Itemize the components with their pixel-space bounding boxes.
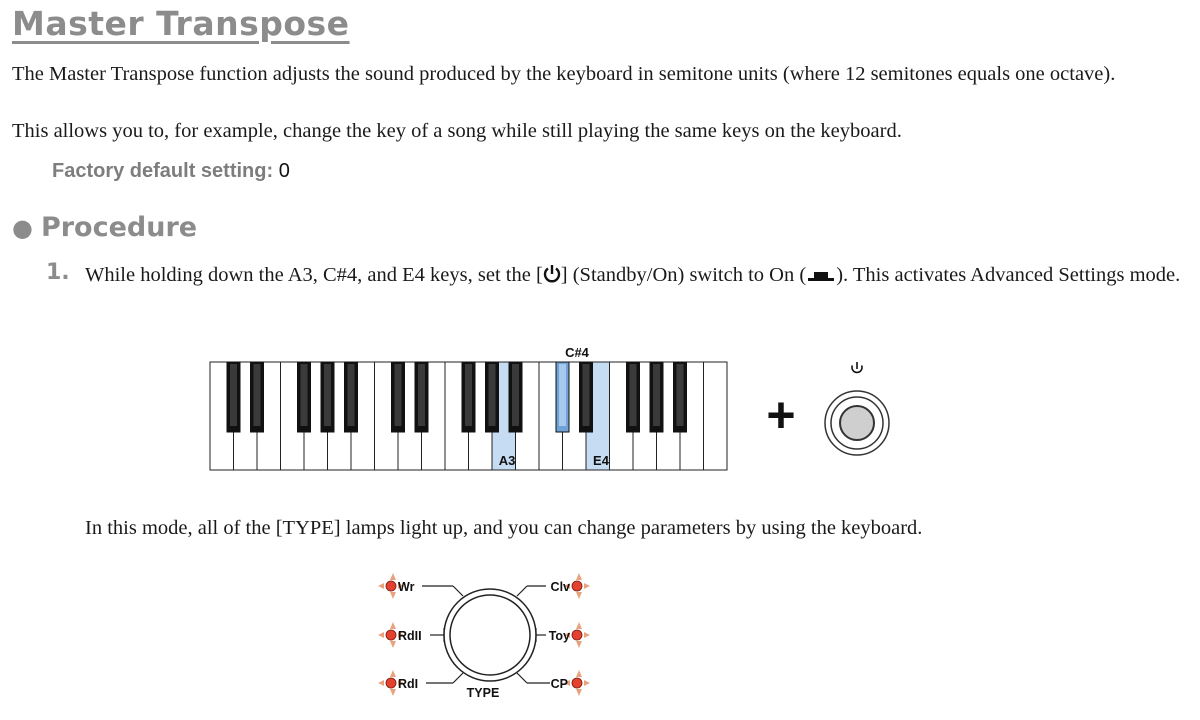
factory-default: Factory default setting: 0 <box>52 160 290 183</box>
lamp-ray-icon <box>390 622 396 629</box>
black-key-shine <box>347 364 355 426</box>
lamp-ray-icon <box>390 573 396 580</box>
lamp-cp-icon <box>571 677 583 689</box>
lamp-leader-lines <box>422 585 550 684</box>
lamp-ray-icon <box>576 670 582 677</box>
page-title: Master Transpose <box>12 4 350 43</box>
power-icon <box>543 264 561 293</box>
intro-paragraph-1: The Master Transpose function adjusts th… <box>12 63 1116 85</box>
step-text-part-a: While holding down the A3, C#4, and E4 k… <box>85 264 543 286</box>
lamp-ray-icon <box>584 632 590 638</box>
black-key-shine <box>465 364 472 426</box>
lamp-ray-icon <box>576 622 582 629</box>
black-key-shine <box>582 364 590 426</box>
lamp-clv-icon <box>571 580 583 592</box>
lamp-ray-icon <box>584 680 590 686</box>
lamp-ray-icon <box>378 632 384 638</box>
lamp-ray-icon <box>398 583 404 589</box>
type-label-wr: Wr <box>398 580 415 594</box>
lamp-ray-icon <box>398 680 404 686</box>
keyboard-illustration: C#4 A3 E4 + <box>209 345 890 471</box>
procedure-heading: ●Procedure <box>12 212 197 243</box>
type-lamps-illustration: Wr RdII RdI Clv Toy CP TYPE <box>378 573 590 700</box>
lamp-ray-icon <box>390 641 396 648</box>
lamp-ray-icon <box>390 592 396 599</box>
type-label-rdi: RdI <box>398 677 418 691</box>
lamp-ray-icon <box>576 689 582 696</box>
switch-on-icon <box>806 262 836 291</box>
lamp-rays <box>378 573 590 696</box>
factory-default-label: Factory default setting: <box>52 160 274 182</box>
bullet-icon: ● <box>12 214 33 242</box>
intro-paragraph-2: This allows you to, for example, change … <box>12 120 902 142</box>
lamp-ray-icon <box>576 641 582 648</box>
type-label-clv: Clv <box>551 580 571 594</box>
black-key-shine <box>253 364 261 426</box>
lamp-ray-icon <box>564 632 570 638</box>
black-key-shine <box>324 364 331 426</box>
black-key-shine <box>394 364 402 426</box>
black-key-shine <box>300 364 308 426</box>
type-lamps <box>385 580 583 689</box>
lamp-ray-icon <box>584 583 590 589</box>
lamp-ray-icon <box>576 592 582 599</box>
step-number: 1. <box>46 260 70 285</box>
key-label-cs4: C#4 <box>565 345 590 360</box>
factory-default-value: 0 <box>278 160 290 182</box>
black-key-shine <box>230 364 237 426</box>
black-key-shine <box>676 364 684 426</box>
type-label-cp: CP <box>551 677 568 691</box>
black-key-shine <box>629 364 637 426</box>
lamp-ray-icon <box>564 680 570 686</box>
plus-sign: + <box>766 387 795 443</box>
lamp-rdii-icon <box>385 629 397 641</box>
lamp-ray-icon <box>378 680 384 686</box>
step-text-part-b: ] (Standby/On) switch to On ( <box>560 264 807 286</box>
black-keys <box>226 361 687 433</box>
mode-description: In this mode, all of the [TYPE] lamps li… <box>85 517 923 539</box>
lamp-ray-icon <box>390 670 396 677</box>
lamp-ray-icon <box>378 583 384 589</box>
type-dial-icon <box>443 588 537 682</box>
lamp-toy-icon <box>571 629 583 641</box>
standby-symbol-icon <box>851 362 863 374</box>
step-text-part-c: ). This activates Advanced Settings mode… <box>836 264 1181 286</box>
black-key-shine <box>653 364 660 426</box>
white-key <box>703 361 728 471</box>
type-label-rdii: RdII <box>398 629 422 643</box>
lamp-ray-icon <box>564 583 570 589</box>
black-key-shine <box>418 364 425 426</box>
procedure-heading-text: Procedure <box>40 212 198 243</box>
type-label-toy: Toy <box>549 629 570 643</box>
key-label-e4: E4 <box>593 453 610 468</box>
lamp-rdi-icon <box>385 677 397 689</box>
lamp-wr-icon <box>385 580 397 592</box>
lamp-ray-icon <box>398 632 404 638</box>
black-key-shine <box>559 364 566 426</box>
black-key-shine <box>488 364 496 426</box>
standby-switch-icon <box>824 390 890 456</box>
step-text: While holding down the A3, C#4, and E4 k… <box>85 261 1195 293</box>
key-label-a3: A3 <box>499 453 516 468</box>
lamp-ray-icon <box>576 573 582 580</box>
lamp-ray-icon <box>390 689 396 696</box>
black-key-shine <box>512 364 519 426</box>
type-dial-label: TYPE <box>467 686 500 700</box>
